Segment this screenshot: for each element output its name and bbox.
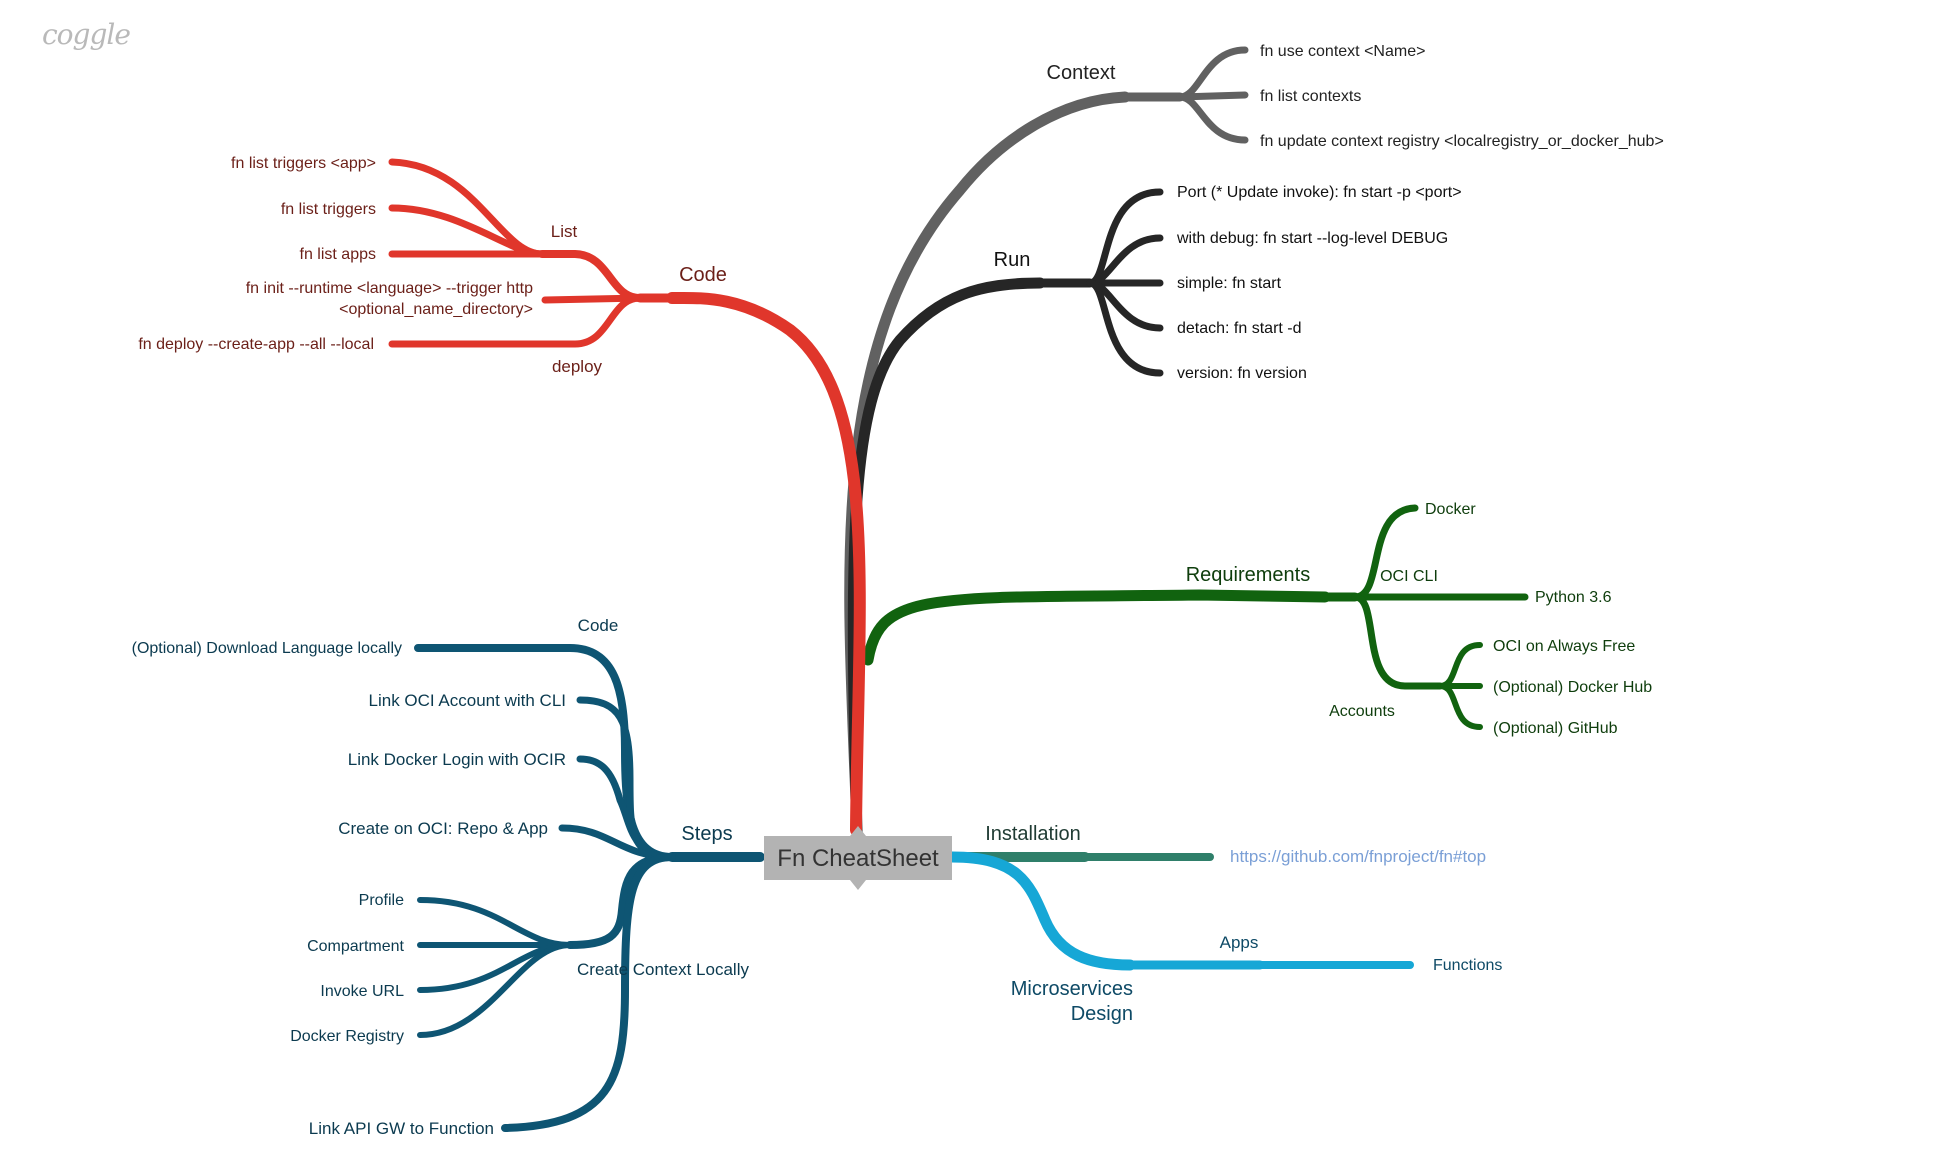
code-branch-label[interactable]: Code [679,264,727,286]
context-item[interactable]: fn list contexts [1260,88,1361,105]
context-item[interactable]: fn use context <Name> [1260,43,1425,60]
requirements-account-item[interactable]: (Optional) Docker Hub [1493,679,1652,696]
microservices-branch-label[interactable]: Microservices [1011,978,1133,1000]
root-node-label: Fn CheatSheet [777,845,939,872]
context-trunk [844,91,1131,861]
branch-context [844,46,1249,861]
requirements-accounts-label[interactable]: Accounts [1329,703,1395,720]
steps-api-gw[interactable]: Link API GW to Function [309,1119,494,1138]
run-item[interactable]: Port (* Update invoke): fn start -p <por… [1177,184,1462,201]
steps-item[interactable]: Link Docker Login with OCIR [348,750,566,769]
requirements-account-item[interactable]: (Optional) GitHub [1493,720,1618,737]
run-item[interactable]: with debug: fn start --log-level DEBUG [1176,230,1448,247]
branch-microservices [946,851,1414,971]
run-item[interactable]: detach: fn start -d [1177,320,1302,337]
steps-code-item[interactable]: (Optional) Download Language locally [132,640,402,657]
code-init-command-line2: <optional_name_directory> [339,301,533,318]
root-node-box [764,826,952,890]
context-branch-label[interactable]: Context [1047,62,1116,84]
context-item[interactable]: fn update context registry <localregistr… [1260,133,1664,150]
installation-link[interactable]: https://github.com/fnproject/fn#top [1230,847,1486,866]
installation-branch-label[interactable]: Installation [985,823,1081,845]
code-list-item[interactable]: fn list triggers [281,201,376,218]
run-item[interactable]: version: fn version [1177,365,1307,382]
branch-code [388,158,866,836]
steps-create-context-label[interactable]: Create Context Locally [577,960,749,979]
code-deploy-label[interactable]: deploy [552,357,603,376]
steps-item[interactable]: Create on OCI: Repo & App [338,819,548,838]
requirements-docker[interactable]: Docker [1425,501,1476,518]
branch-steps [414,644,765,1132]
steps-code-label[interactable]: Code [578,616,619,635]
root-node[interactable]: Fn CheatSheet [764,826,952,890]
code-deploy-item[interactable]: fn deploy --create-app --all --local [138,336,374,353]
branch-requirements [862,504,1529,730]
steps-item[interactable]: Link OCI Account with CLI [369,691,566,710]
requirements-account-item[interactable]: OCI on Always Free [1493,638,1635,655]
coggle-logo: coggle [42,18,131,51]
code-list-label[interactable]: List [551,222,578,241]
steps-branch-label[interactable]: Steps [681,823,732,845]
code-list-item[interactable]: fn list apps [300,246,376,263]
code-init-command[interactable]: fn init --runtime <language> --trigger h… [246,280,533,297]
steps-create-context-item[interactable]: Profile [359,892,404,909]
code-list-item[interactable]: fn list triggers <app> [231,155,376,172]
microservices-apps-label[interactable]: Apps [1220,933,1259,952]
requirements-branch-label[interactable]: Requirements [1186,564,1311,586]
steps-create-context-item[interactable]: Docker Registry [290,1028,404,1045]
requirements-python[interactable]: Python 3.6 [1535,589,1612,606]
microservices-functions[interactable]: Functions [1433,957,1502,974]
requirements-oci-cli[interactable]: OCI CLI [1380,568,1438,585]
steps-create-context-item[interactable]: Compartment [307,938,404,955]
run-item[interactable]: simple: fn start [1177,275,1282,292]
microservices-branch-label-line2: Design [1071,1003,1133,1025]
steps-create-context-item[interactable]: Invoke URL [320,983,404,1000]
branch-run [847,188,1164,806]
run-branch-label[interactable]: Run [994,249,1031,271]
